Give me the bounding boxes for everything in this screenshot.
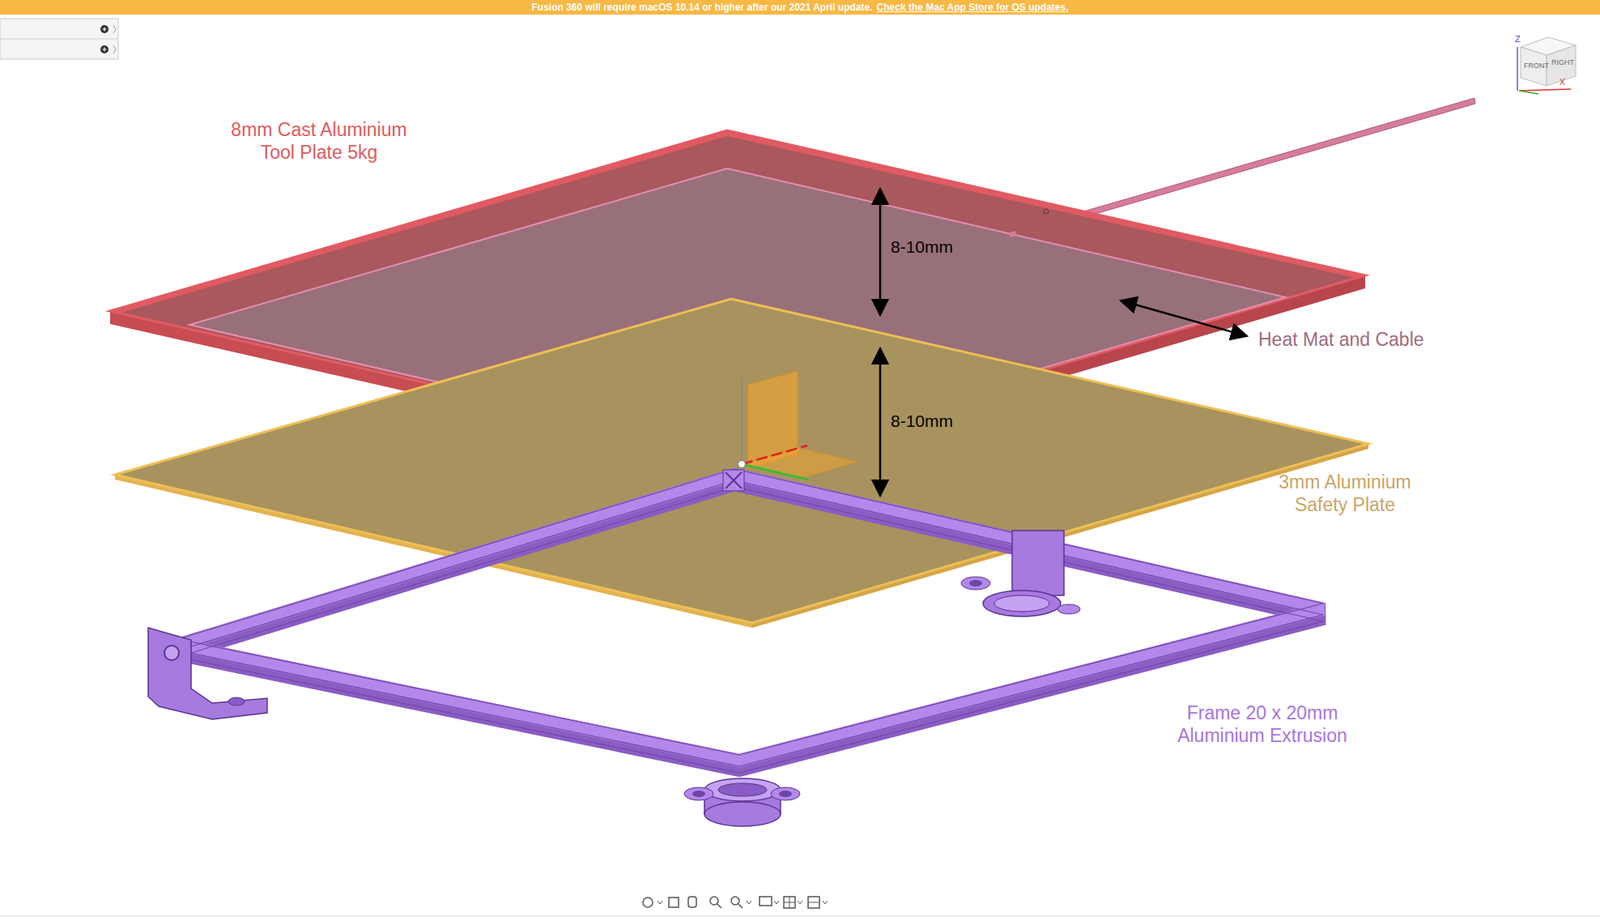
dimension-label: 8-10mm xyxy=(890,410,954,431)
part-label: Frame 20 x 20mm Aluminium Extrusion xyxy=(1168,702,1357,747)
browser-panel xyxy=(0,18,119,60)
window-border xyxy=(0,915,1600,917)
banner-link: Check the Mac App Store for OS updates. xyxy=(876,1,1069,13)
axis-label: X xyxy=(1559,77,1566,88)
banner-text: Fusion 360 will require macOS 10.14 or h… xyxy=(531,1,873,13)
dimension-label: 8-10mm xyxy=(890,236,954,257)
view-cube-label: FRONT xyxy=(1523,61,1549,71)
part-label: 3mm Aluminium Safety Plate xyxy=(1267,471,1423,516)
axis-label: Z xyxy=(1514,34,1521,45)
view-cube-label: RIGHT xyxy=(1551,58,1575,68)
update-banner: Fusion 360 will require macOS 10.14 or h… xyxy=(0,0,1600,15)
part-label: Heat Mat and Cable xyxy=(1258,328,1425,352)
navigation-toolbar xyxy=(642,896,828,908)
view-cube xyxy=(1517,37,1576,94)
extrusion-frame xyxy=(148,468,1324,826)
origin-gizmo xyxy=(738,370,858,480)
part-label: 8mm Cast Aluminium Tool Plate 5kg xyxy=(223,119,415,164)
dimension-arrows xyxy=(880,188,1247,496)
